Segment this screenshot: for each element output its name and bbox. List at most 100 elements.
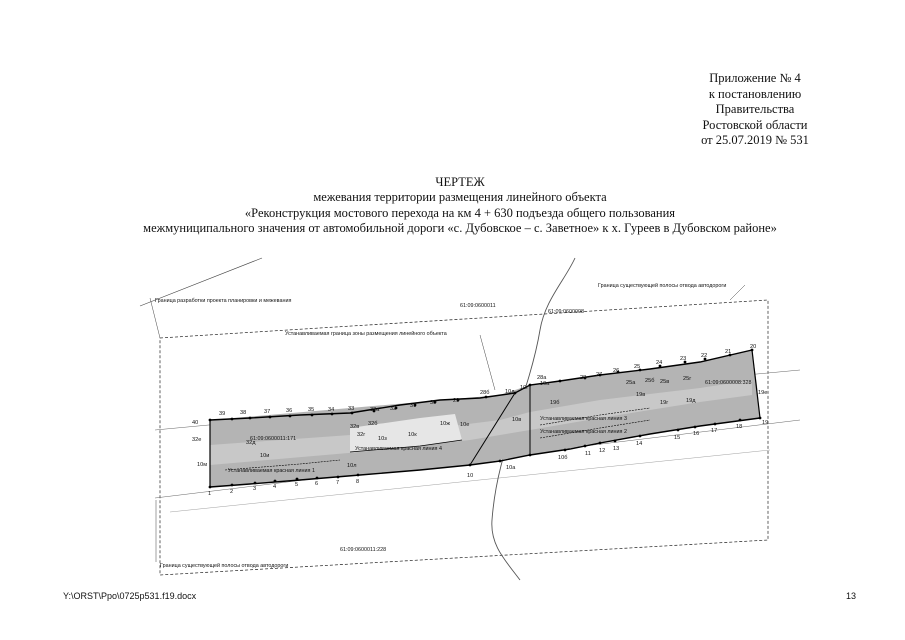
existing-strip-line xyxy=(169,449,771,513)
existing-strip-bottom-label: Граница существующей полосы отвода автод… xyxy=(160,562,288,569)
leader-line xyxy=(729,284,746,301)
placement-boundary-top xyxy=(209,349,753,421)
point-label: 32 xyxy=(390,406,396,412)
point-label: 35 xyxy=(308,407,314,413)
point-label: 16 xyxy=(693,431,699,437)
appendix-header: Приложение № 4 к постановлению Правитель… xyxy=(640,71,870,149)
project-boundary-outline xyxy=(159,299,769,576)
point-label: 8 xyxy=(356,479,359,485)
placement-zone-label: Устанавливаемая граница зоны размещения … xyxy=(285,330,447,337)
point-label: 34 xyxy=(328,407,334,413)
red-line-4 xyxy=(349,439,463,453)
appendix-line: Приложение № 4 xyxy=(709,71,801,85)
point-label: 32д xyxy=(246,440,256,446)
point-label: 32е xyxy=(192,437,201,443)
point-label: 10м xyxy=(197,462,207,468)
road-strip xyxy=(210,380,752,465)
point-label: 25а xyxy=(626,380,636,386)
point-label: 28а xyxy=(537,375,547,381)
point-label: 11 xyxy=(585,451,591,457)
point-label: 32г xyxy=(357,432,365,438)
vertex-markers xyxy=(208,348,762,489)
leader-line xyxy=(149,297,161,339)
point-label: 10к xyxy=(408,432,417,438)
point-label: 17 xyxy=(711,428,717,434)
appendix-line: Ростовской области xyxy=(702,117,808,132)
point-label: 28 xyxy=(580,375,586,381)
point-label: 21 xyxy=(725,349,731,355)
point-label: 19б xyxy=(550,400,559,406)
page-number: 13 xyxy=(846,591,857,601)
appendix-line: от 25.07.2019 № 531 xyxy=(701,133,809,148)
point-label: 20 xyxy=(750,344,756,350)
point-label: 26 xyxy=(613,368,619,374)
placement-boundary-right xyxy=(751,349,761,419)
placement-zone-area xyxy=(210,350,760,487)
point-label: 28б xyxy=(480,390,489,396)
red-line-2 xyxy=(539,419,651,439)
point-label: 19 xyxy=(762,420,768,426)
existing-strip-top-label: Граница существующей полосы отвода автод… xyxy=(598,282,726,289)
point-label: 5 xyxy=(295,482,298,488)
point-label: 32в xyxy=(350,424,359,430)
point-label: 25б xyxy=(645,378,654,384)
footer-file-path: Y:\ORST\Ppo\0725p531.f19.docx xyxy=(63,591,197,601)
point-label: 29 xyxy=(453,398,459,404)
title-heading: ЧЕРТЕЖ xyxy=(435,175,485,189)
title-line: межмуниципального значения от автомобиль… xyxy=(143,220,777,235)
point-label: 7 xyxy=(336,480,339,486)
point-label: 19г xyxy=(660,400,668,406)
point-label: 3 xyxy=(253,486,256,492)
point-label: 19в xyxy=(636,392,645,398)
white-cutout xyxy=(350,414,462,452)
point-label: 10е xyxy=(460,422,469,428)
cadastral-number: 61:09:0600008 xyxy=(548,309,584,315)
point-label: 30 xyxy=(430,400,436,406)
point-label: 10в xyxy=(512,417,521,423)
point-label: 10 xyxy=(467,473,473,479)
point-label: 10з xyxy=(378,436,387,442)
point-label: 24 xyxy=(656,360,662,366)
point-label: 40 xyxy=(192,420,198,426)
point-label: 10л xyxy=(347,463,357,469)
cadastral-number: 61:09:0600008:328 xyxy=(705,380,751,386)
point-label: 19е xyxy=(758,390,767,396)
point-label: 4 xyxy=(273,484,276,490)
point-label: 32б xyxy=(368,421,377,427)
red-line-3 xyxy=(539,407,651,426)
point-label: 39 xyxy=(219,411,225,417)
point-label: 2 xyxy=(230,489,233,495)
title-line: «Реконструкция мостового перехода на км … xyxy=(244,205,676,220)
cadastral-number: 61:09:0600011:228 xyxy=(340,547,386,553)
existing-strip-top-line xyxy=(139,257,263,307)
point-label: 37 xyxy=(264,409,270,415)
point-label: 15 xyxy=(674,435,680,441)
title-line: межевания территории размещения линейног… xyxy=(313,190,607,205)
point-label: 19д xyxy=(686,398,696,404)
point-label: 38 xyxy=(240,410,246,416)
leader-line xyxy=(479,334,496,391)
red-line-2-label: Устанавливаемая красная линия 2 xyxy=(540,429,627,435)
red-line-1 xyxy=(224,459,341,471)
cadastral-number: 61:09:0600011 xyxy=(460,303,496,309)
point-label: 13 xyxy=(613,446,619,452)
point-label: 32а xyxy=(370,407,380,413)
point-label: 6 xyxy=(315,481,318,487)
point-label: 27 xyxy=(596,372,602,378)
point-label: 23 xyxy=(680,356,686,362)
point-label: 36 xyxy=(286,408,292,414)
point-label: 10г xyxy=(520,385,528,391)
red-line-3-label: Устанавливаемая красная линия 3 xyxy=(540,416,627,422)
point-label: 25 xyxy=(634,364,640,370)
document-title: ЧЕРТЕЖ межевания территории размещения л… xyxy=(60,175,860,236)
appendix-line: к постановлению xyxy=(708,86,802,101)
point-label: 25г xyxy=(683,376,691,382)
point-label: 33 xyxy=(348,406,354,412)
point-label: 22 xyxy=(701,353,707,359)
point-label: 10б xyxy=(558,455,567,461)
point-label: 25в xyxy=(660,379,669,385)
cadastral-number: 61:09:0600011:171 xyxy=(250,436,296,442)
point-label: 10а xyxy=(506,465,516,471)
point-label: 14 xyxy=(636,441,642,447)
